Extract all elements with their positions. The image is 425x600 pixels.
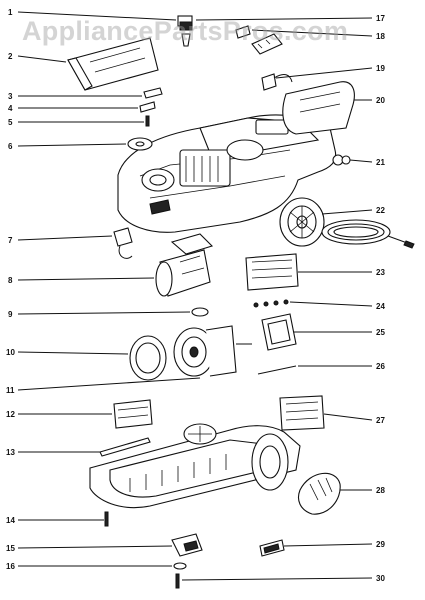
cord-reel-part xyxy=(279,197,415,249)
callout-28: 28 xyxy=(376,486,385,495)
exhaust-filter-part xyxy=(245,253,299,291)
callout-27: 27 xyxy=(376,416,385,425)
latch-cluster xyxy=(235,25,293,91)
callout-23: 23 xyxy=(376,268,385,277)
gasket-part xyxy=(191,307,209,317)
callout-3: 3 xyxy=(8,92,13,101)
callout-8: 8 xyxy=(8,276,13,285)
hose-cover-part xyxy=(282,81,355,135)
knob-part xyxy=(332,154,351,166)
callout-9: 9 xyxy=(8,310,13,319)
leader-lines xyxy=(17,11,373,581)
callout-4: 4 xyxy=(8,104,13,113)
filter-bag-part xyxy=(67,37,159,91)
motor-ring-part xyxy=(129,335,167,381)
hepa-filter-part xyxy=(279,395,325,431)
callout-24: 24 xyxy=(376,302,385,311)
callout-17: 17 xyxy=(376,14,385,23)
callout-14: 14 xyxy=(6,516,15,525)
callout-19: 19 xyxy=(376,64,385,73)
switch-part xyxy=(113,227,133,259)
callout-1: 1 xyxy=(8,8,13,17)
callout-18: 18 xyxy=(376,32,385,41)
small-screw-part xyxy=(175,573,180,589)
callout-2: 2 xyxy=(8,52,13,61)
small-hardware-parts xyxy=(127,87,163,151)
callout-29: 29 xyxy=(376,540,385,549)
callout-11: 11 xyxy=(6,386,15,395)
screws-part xyxy=(253,299,289,308)
callout-20: 20 xyxy=(376,96,385,105)
callout-6: 6 xyxy=(8,142,13,151)
callout-16: 16 xyxy=(6,562,15,571)
lower-housing xyxy=(89,423,301,509)
pre-filter-part xyxy=(113,399,153,429)
callout-13: 13 xyxy=(6,448,15,457)
motor-part xyxy=(173,325,252,377)
callout-26: 26 xyxy=(376,362,385,371)
motor-housing-part xyxy=(155,233,214,297)
callout-25: 25 xyxy=(376,328,385,337)
callout-15: 15 xyxy=(6,544,15,553)
callout-5: 5 xyxy=(8,118,13,127)
rod-part xyxy=(99,437,151,457)
washer-part xyxy=(173,562,187,570)
pin-part xyxy=(257,365,297,375)
callout-21: 21 xyxy=(376,158,385,167)
clip-part xyxy=(177,15,193,47)
callout-labels: 1 2 3 4 5 6 7 8 9 10 11 12 13 14 15 16 1… xyxy=(6,8,385,583)
callout-22: 22 xyxy=(376,206,385,215)
wheel-cover-part xyxy=(297,472,341,515)
callout-10: 10 xyxy=(6,348,15,357)
callout-7: 7 xyxy=(8,236,13,245)
callout-12: 12 xyxy=(6,410,15,419)
screw-part xyxy=(104,511,109,527)
callout-30: 30 xyxy=(376,574,385,583)
latch-part xyxy=(171,533,203,557)
gasket-frame-part xyxy=(261,313,297,351)
clip-29-part xyxy=(259,539,285,557)
